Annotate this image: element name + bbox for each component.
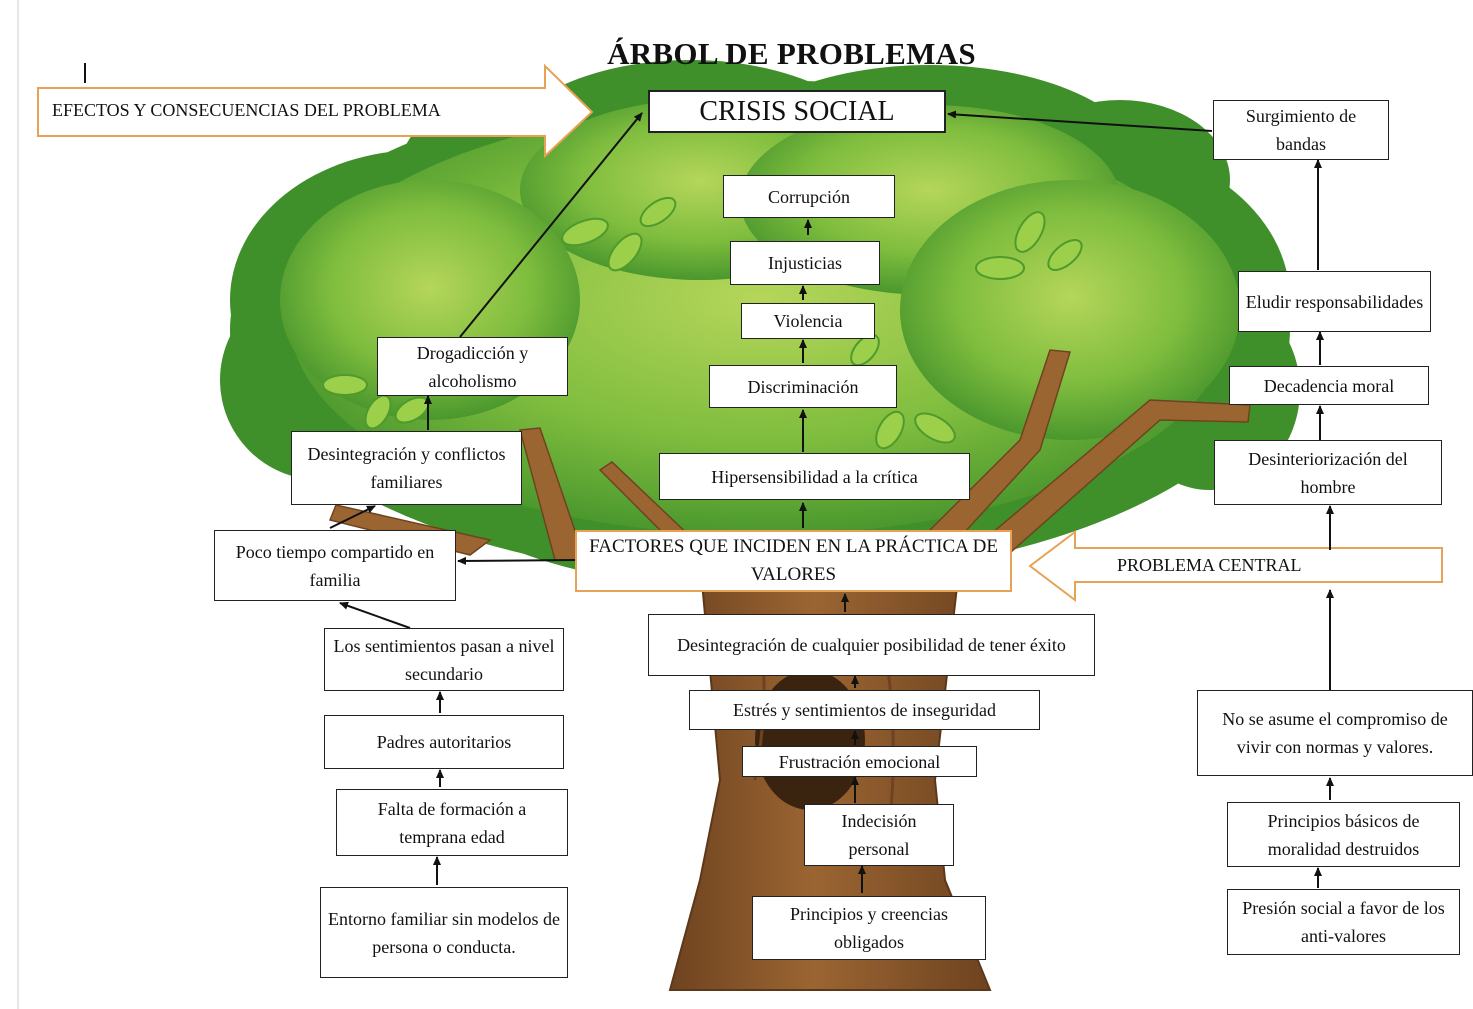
node-padres: Padres autoritarios — [324, 715, 564, 769]
page-margin-line — [17, 0, 19, 1009]
effects-arrow-shape — [37, 63, 594, 159]
crisis-social-box: CRISIS SOCIAL — [648, 90, 946, 133]
node-hipersensibilidad: Hipersensibilidad a la crítica — [659, 453, 970, 500]
factores-box: FACTORES QUE INCIDEN EN LA PRÁCTICA DE V… — [575, 530, 1012, 592]
node-desintegracion-exito: Desintegración de cualquier posibilidad … — [648, 614, 1095, 676]
effects-label: EFECTOS Y CONSECUENCIAS DEL PROBLEMA — [52, 100, 441, 120]
node-no-asume: No se asume el compromiso de vivir con n… — [1197, 690, 1473, 776]
node-entorno: Entorno familiar sin modelos de persona … — [320, 887, 568, 978]
node-desinteriorizacion: Desinteriorización del hombre — [1214, 440, 1442, 505]
node-injusticias: Injusticias — [730, 241, 880, 285]
central-arrow-shape — [1028, 529, 1443, 603]
node-indecision: Indecisión personal — [804, 804, 954, 866]
node-frustracion: Frustración emocional — [742, 746, 977, 777]
node-drogadiccion: Drogadicción y alcoholismo — [377, 337, 568, 396]
node-principios-creencias: Principios y creencias obligados — [752, 896, 986, 960]
node-falta-formacion: Falta de formación a temprana edad — [336, 789, 568, 856]
node-poco-tiempo: Poco tiempo compartido en familia — [214, 530, 456, 601]
node-estres: Estrés y sentimientos de inseguridad — [689, 690, 1040, 730]
node-eludir: Eludir responsabilidades — [1238, 271, 1431, 332]
central-problem-label: PROBLEMA CENTRAL — [1117, 555, 1302, 575]
node-surgimiento: Surgimiento de bandas — [1213, 100, 1389, 160]
node-discriminacion: Discriminación — [709, 365, 897, 408]
node-corrupcion: Corrupción — [723, 175, 895, 218]
node-principios-basicos: Principios básicos de moralidad destruid… — [1227, 802, 1460, 867]
node-sentimientos: Los sentimientos pasan a nivel secundari… — [324, 628, 564, 691]
node-violencia: Violencia — [741, 303, 875, 339]
text-cursor — [84, 63, 86, 83]
node-decadencia: Decadencia moral — [1229, 366, 1429, 405]
page-title: ÁRBOL DE PROBLEMAS — [607, 36, 976, 71]
leaf-decorations — [322, 196, 1273, 471]
node-presion: Presión social a favor de los anti-valor… — [1227, 889, 1460, 955]
connectors — [329, 110, 1334, 893]
node-desintegracion-familiar: Desintegración y conflictos familiares — [291, 431, 522, 505]
